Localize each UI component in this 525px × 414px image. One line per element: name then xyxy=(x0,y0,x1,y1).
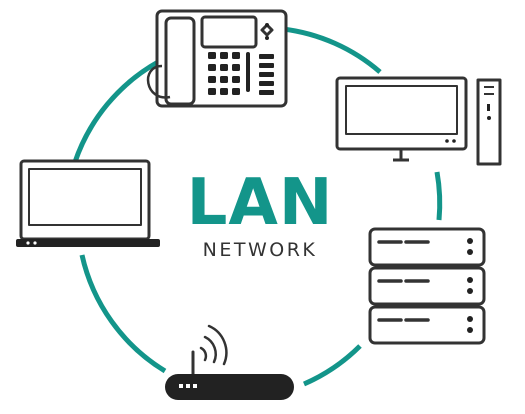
connection-ring xyxy=(72,26,443,387)
desk-phone-icon xyxy=(146,9,288,108)
diagram-title: LAN xyxy=(186,166,334,240)
server-rack-icon xyxy=(368,227,486,345)
diagram-subtitle: NETWORK xyxy=(202,239,318,261)
ring-arc-server-router xyxy=(303,344,362,387)
ring-arc-router-laptop xyxy=(79,254,167,374)
ring-arc-laptop-phone xyxy=(72,59,160,163)
laptop-icon xyxy=(16,159,160,247)
ring-arc-desktop-server xyxy=(434,171,443,221)
wifi-router-icon xyxy=(165,324,294,400)
ring-arc-phone-desktop xyxy=(282,26,382,74)
desktop-computer-icon xyxy=(335,76,502,166)
